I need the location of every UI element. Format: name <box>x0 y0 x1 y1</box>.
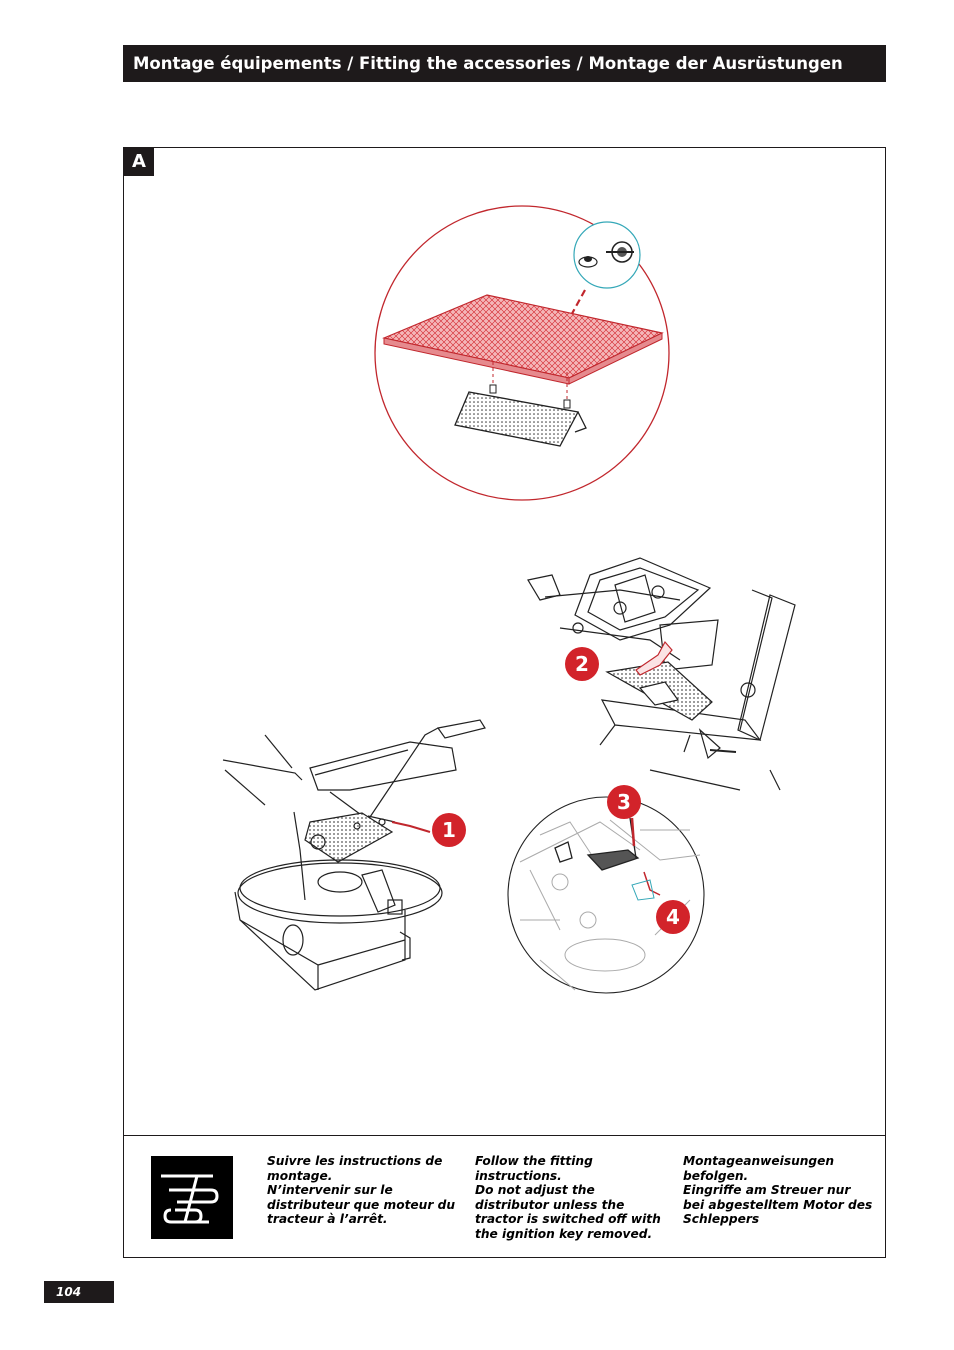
pin-detail <box>578 241 634 268</box>
detail-grid-illustration <box>374 205 670 501</box>
warning-de-line1: Montageanweisungen befolgen. <box>683 1154 835 1183</box>
page-number: 104 <box>44 1281 114 1303</box>
user-manual-icon <box>151 1156 233 1239</box>
warning-en-line1: Follow the fitting instructions. <box>475 1154 593 1183</box>
step-badge-1: 1 <box>432 813 466 847</box>
warning-fr-line2: N’intervenir sur le distributeur que mot… <box>267 1183 455 1226</box>
warning-text-en: Follow the fitting instructions. Do not … <box>475 1154 665 1241</box>
warning-fr-line1: Suivre les instructions de montage. <box>267 1154 443 1183</box>
step-badge-2: 2 <box>565 647 599 681</box>
lever-assembly-illustration <box>222 719 486 991</box>
warning-text-de: Montageanweisungen befolgen. Eingriffe a… <box>683 1154 873 1227</box>
page-title: Montage équipements / Fitting the access… <box>123 45 886 82</box>
step-badge-4: 4 <box>656 900 690 934</box>
guard-plate <box>605 661 713 721</box>
step-badge-3: 3 <box>607 785 641 819</box>
lever-plate <box>304 812 394 863</box>
warning-text-fr: Suivre les instructions de montage. N’in… <box>267 1154 457 1227</box>
frame-assembly-illustration <box>527 557 796 791</box>
warning-en-line2: Do not adjust the distributor unless the… <box>475 1183 661 1241</box>
mounting-bracket <box>454 384 587 447</box>
warning-de-line2: Eingriffe am Streuer nur bei abgestellte… <box>683 1183 873 1226</box>
footer-divider <box>123 1135 886 1136</box>
step-badge-1-label: 1 <box>442 818 456 842</box>
step-badge-3-label: 3 <box>617 790 631 814</box>
step-badge-2-label: 2 <box>575 652 589 676</box>
screen-grid <box>382 294 664 385</box>
section-label: A <box>124 148 154 176</box>
detail-pin-illustration <box>507 796 705 994</box>
figure-frame <box>123 147 886 1258</box>
lever-spring <box>391 821 431 833</box>
step-badge-4-label: 4 <box>666 905 680 929</box>
